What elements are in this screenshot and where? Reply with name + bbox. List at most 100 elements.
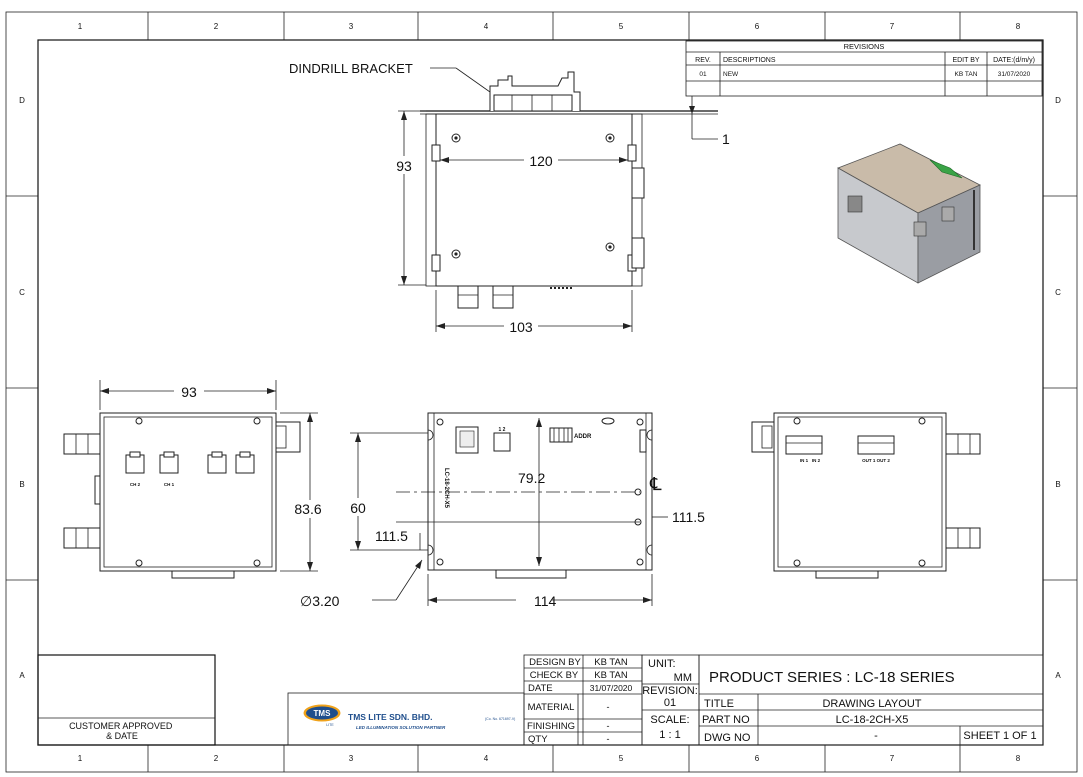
label-ch2: CH 2 <box>130 482 141 487</box>
dim-top-width: 120 <box>529 153 553 169</box>
title-label: TITLE <box>704 698 734 710</box>
part-no-value: LC-18-2CH-X5 <box>836 714 909 726</box>
centerline-mark: ℄ <box>649 474 662 494</box>
front-view: 1 2 ADDR LC-18-2CH-X5 <box>427 412 653 579</box>
row-label-c: C <box>19 288 25 297</box>
date-value: 31/07/2020 <box>590 683 633 693</box>
col-label-8-bottom: 8 <box>1016 754 1021 763</box>
zone-ticks <box>6 12 1077 772</box>
dim-front-60: 60 <box>350 500 366 516</box>
revision-marker: 1 <box>722 131 730 147</box>
col-label-2: 2 <box>214 22 219 31</box>
isometric-view <box>837 143 981 284</box>
col-label-2-bottom: 2 <box>214 754 219 763</box>
unit-label: UNIT: <box>648 658 676 670</box>
rev-row-date: 31/07/2020 <box>998 71 1031 78</box>
company-logo-sub: LITE <box>326 723 334 727</box>
scale-label: SCALE: <box>650 714 689 726</box>
revision-label: REVISION: <box>642 685 698 697</box>
rev-row-desc: NEW <box>723 71 739 78</box>
label-ch1: CH 1 <box>164 482 175 487</box>
right-side-view: IN 1 IN 2 OUT 1 OUT 2 <box>751 412 981 579</box>
col-label-7-bottom: 7 <box>890 754 895 763</box>
customer-approved-line2: & DATE <box>106 731 138 741</box>
rev-header-rev: REV. <box>695 57 711 64</box>
date-label: DATE <box>528 683 553 694</box>
col-label-5: 5 <box>619 22 624 31</box>
rev-row-rev: 01 <box>699 71 707 78</box>
dim-front-111-left: 111.5 <box>375 528 408 544</box>
rev-header-date: DATE:(d/m/y) <box>993 57 1035 64</box>
rev-header-edit: EDIT BY <box>952 57 979 64</box>
top-view-dimensions: 93 120 103 DINDRILL BRACKET 1 <box>289 61 730 335</box>
dim-front-79: 79.2 <box>518 470 545 486</box>
row-label-a: A <box>19 671 25 680</box>
material-value: - <box>607 702 610 712</box>
row-label-a-right: A <box>1055 671 1061 680</box>
dim-front-111-right: 111.5 <box>672 509 705 525</box>
scale-value: 1 : 1 <box>659 729 680 741</box>
col-label-8: 8 <box>1016 22 1021 31</box>
revision-value: 01 <box>664 697 676 709</box>
dim-top-bottom: 103 <box>509 319 533 335</box>
jack-numbers: 1 2 <box>499 427 506 433</box>
finishing-value: - <box>607 721 610 731</box>
col-label-1: 1 <box>78 22 83 31</box>
dim-left-width: 93 <box>181 384 197 400</box>
finishing-label: FINISHING <box>527 721 575 732</box>
dwg-no-label: DWG NO <box>704 732 751 744</box>
dim-left-height: 83.6 <box>294 501 321 517</box>
design-by-label: DESIGN BY <box>529 657 581 668</box>
bracket-callout: DINDRILL BRACKET <box>289 61 413 76</box>
label-model-side: LC-18-2CH-X5 <box>443 468 449 509</box>
sheet-number: SHEET 1 OF 1 <box>963 730 1036 742</box>
label-in1: IN 1 <box>800 458 809 463</box>
col-label-7: 7 <box>890 22 895 31</box>
front-view-dimensions: 60 79.2 111.5 111.5 ℄ 114 ∅3.20 <box>300 418 705 609</box>
label-out: OUT 1 OUT 2 <box>862 458 890 463</box>
rev-header-desc: DESCRIPTIONS <box>723 57 776 64</box>
outer-border <box>5 11 1078 773</box>
material-label: MATERIAL <box>528 702 575 713</box>
customer-approved: CUSTOMER APPROVED & DATE <box>69 721 175 741</box>
part-no-label: PART NO <box>702 714 750 726</box>
row-label-c-right: C <box>1055 288 1061 297</box>
col-label-6: 6 <box>755 22 760 31</box>
row-label-b: B <box>19 480 24 489</box>
revisions-title: REVISIONS <box>844 42 885 51</box>
col-label-6-bottom: 6 <box>755 754 760 763</box>
hole-callout: ∅3.20 <box>300 593 340 609</box>
qty-label: QTY <box>528 734 548 745</box>
company-tagline: LED ILLUMINATION SOLUTION PARTNER <box>356 725 446 730</box>
check-by-value: KB TAN <box>594 670 628 681</box>
col-label-5-bottom: 5 <box>619 754 624 763</box>
dim-top-height: 93 <box>396 158 412 174</box>
revisions-table: REVISIONS REV. DESCRIPTIONS EDIT BY DATE… <box>685 40 1043 97</box>
company-logo: TMS <box>314 709 332 718</box>
col-label-4: 4 <box>484 22 489 31</box>
col-label-1-bottom: 1 <box>78 754 83 763</box>
qty-value: - <box>607 734 610 744</box>
dwg-no-value: - <box>874 730 878 742</box>
check-by-label: CHECK BY <box>530 670 579 681</box>
label-in2: IN 2 <box>812 458 821 463</box>
col-label-4-bottom: 4 <box>484 754 489 763</box>
customer-approved-line1: CUSTOMER APPROVED <box>69 721 173 731</box>
rev-row-edit: KB TAN <box>955 71 978 78</box>
row-label-d-right: D <box>1055 96 1061 105</box>
top-view <box>420 71 718 309</box>
left-view-dimensions: 93 83.6 <box>99 380 328 572</box>
design-by-value: KB TAN <box>594 657 628 668</box>
left-side-view: CH 2 CH 1 <box>63 412 301 579</box>
product-series: PRODUCT SERIES : LC-18 SERIES <box>709 669 955 686</box>
company-reg: (Co. No. 671697-V) <box>485 717 515 721</box>
dim-front-114: 114 <box>534 593 557 609</box>
col-label-3-bottom: 3 <box>349 754 354 763</box>
row-label-b-right: B <box>1055 480 1060 489</box>
label-addr: ADDR <box>574 434 592 440</box>
title-value: DRAWING LAYOUT <box>822 698 921 710</box>
company-name: TMS LITE SDN. BHD. <box>348 712 433 722</box>
unit-value: MM <box>674 672 692 684</box>
title-block: CUSTOMER APPROVED & DATE TMS LITE TMS LI… <box>37 654 1044 746</box>
